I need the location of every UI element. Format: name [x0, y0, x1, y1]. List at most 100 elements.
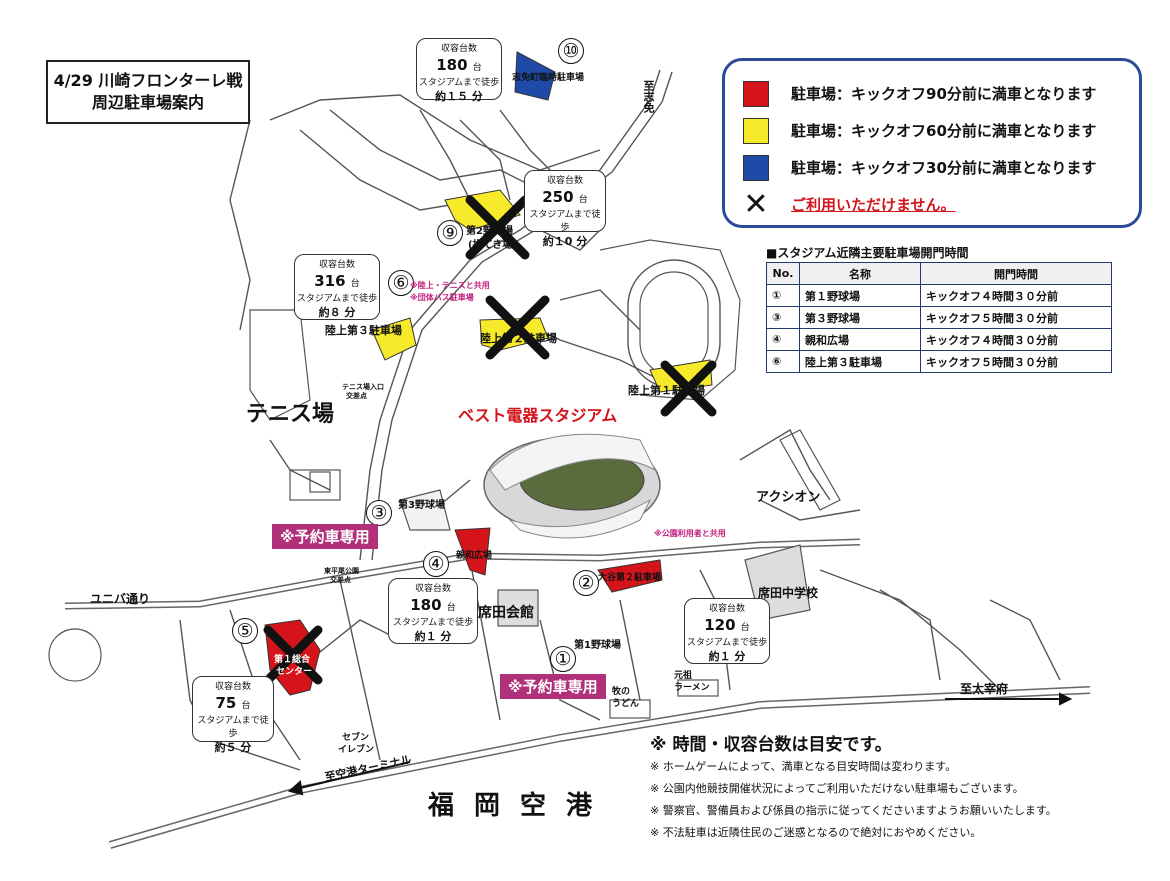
cap-label: 収容台数: [440, 44, 477, 54]
reserved-label-3: ※予約車専用: [272, 524, 378, 549]
legend-row-unavailable: ✕ ご利用いただけません。: [743, 186, 1121, 223]
kaikan-label: 席田会館: [478, 605, 534, 621]
table-row: ⑥ 陸上第３駐車場 キックオフ５時間３０分前: [766, 350, 1112, 373]
lot-label-rikujo1: 陸上第１駐車場: [628, 384, 705, 397]
notes-head: ※ 時間・収容台数は目安です。: [650, 735, 892, 755]
capacity-box-9: 収容台数 250 台 スタジアムまで徒歩 約１0 分: [524, 170, 606, 248]
note-lot6-shared: ※陸上・テニスと共用: [410, 281, 490, 290]
note-line: ※ 警察官、警備員および係員の指示に従ってくださいますようお願いいたします。: [650, 804, 1057, 817]
lot-number-4: ④: [423, 551, 449, 577]
cap-walk-label: スタジアムまで徒歩: [686, 638, 768, 648]
legend-box: 駐車場：キックオフ90分前に満車となります 駐車場：キックオフ60分前に満車とな…: [722, 58, 1142, 228]
capacity-box-4: 収容台数 180 台 スタジアムまで徒歩 約１ 分: [388, 578, 478, 644]
lot-label-rikujo3: 陸上第３駐車場: [325, 324, 402, 337]
direction-arrows: [287, 692, 1073, 796]
map-title: 4/29 川崎フロンターレ戦 周辺駐車場案内: [46, 60, 250, 124]
stadium-graphic: [483, 433, 661, 539]
ramen-label-1: 元祖: [674, 671, 693, 681]
park-entrance-1: 東平尾公園: [324, 567, 359, 575]
cell-name: 親和広場: [799, 328, 921, 351]
lot-number-3: ③: [366, 500, 392, 526]
lot-label-shinwa: 親和広場: [456, 551, 493, 561]
lot-label-yakyu1: 第1野球場: [574, 640, 621, 651]
legend-row-blue: 駐車場：キックオフ30分前に満車となります: [743, 149, 1121, 186]
univa-street-label: ユニバ通り: [90, 592, 151, 606]
cap-walk-label: スタジアムまで徒歩: [392, 618, 474, 628]
legend-row-yellow: 駐車場：キックオフ60分前に満車となります: [743, 112, 1121, 149]
table-header-row: No. 名称 開門時間: [766, 262, 1112, 285]
cap-walk: 約１0 分: [542, 235, 588, 248]
cap-count: 75 台: [215, 694, 251, 712]
blue-swatch: [743, 154, 769, 181]
cap-walk: 約８ 分: [318, 306, 356, 319]
cap-walk-label: スタジアムまで徒歩: [529, 210, 601, 233]
lot-number-9: ⑨: [437, 220, 463, 246]
capacity-box-6: 収容台数 316 台 スタジアムまで徒歩 約８ 分: [294, 254, 380, 320]
cell-no: ④: [766, 328, 800, 351]
school-label: 席田中学校: [758, 586, 819, 600]
table-row: ④ 親和広場 キックオフ４時間３０分前: [766, 328, 1112, 351]
hours-table-title: ■スタジアム近隣主要駐車場開門時間: [766, 246, 969, 260]
lot-label-sogo2: センター: [276, 667, 313, 677]
lot-number-1: ①: [550, 646, 576, 672]
ramen-label-2: ラーメン: [674, 683, 710, 693]
cap-walk: 約１ 分: [708, 650, 746, 663]
to-shime-label: 至志免: [642, 80, 655, 113]
cap-label: 収容台数: [708, 604, 745, 614]
lot-label-shimen: 志免町臨時駐車場: [512, 73, 585, 83]
cap-walk: 約５ 分: [214, 741, 252, 754]
cap-count: 180 台: [410, 596, 456, 614]
cap-count: 316 台: [314, 272, 360, 290]
note-line: ※ 公園内他競技開催状況によってご利用いただけない駐車場もございます。: [650, 782, 1024, 795]
park-entrance-2: 交差点: [330, 576, 351, 584]
cap-walk: 約１ 分: [414, 630, 452, 643]
legend-unavailable-label: ご利用いただけません。: [791, 196, 956, 214]
cap-walk: 約１５ 分: [435, 90, 483, 103]
capacity-box-5: 収容台数 75 台 スタジアムまで徒歩 約５ 分: [192, 676, 274, 754]
cell-time: キックオフ４時間３０分前: [920, 284, 1112, 307]
legend-blue-label: 駐車場：キックオフ30分前に満車となります: [791, 159, 1097, 177]
lot-number-2: ②: [573, 570, 599, 596]
to-dazaifu-label: 至太宰府: [960, 682, 1009, 696]
lot-label-yakyu3: 第3野球場: [398, 500, 445, 511]
cap-label: 収容台数: [546, 176, 583, 186]
red-swatch: [743, 80, 769, 107]
legend-red-label: 駐車場：キックオフ90分前に満車となります: [791, 85, 1097, 103]
lot-label-yakyu2: 第2野球場: [466, 226, 513, 237]
cell-no: ③: [766, 306, 800, 329]
stadium-name: ベスト電器スタジアム: [458, 406, 618, 425]
cap-label: 収容台数: [414, 584, 451, 594]
cap-walk-label: スタジアムまで徒歩: [197, 716, 269, 739]
lot-number-6: ⑥: [388, 270, 414, 296]
cell-no: ①: [766, 284, 800, 307]
note-lot6-bus: ※団体バス駐車場: [410, 293, 474, 302]
legend-yellow-label: 駐車場：キックオフ60分前に満車となります: [791, 122, 1097, 140]
cap-walk-label: スタジアムまで徒歩: [296, 294, 378, 304]
cap-count: 250 台: [542, 188, 588, 206]
cell-time: キックオフ５時間３０分前: [920, 350, 1112, 373]
cap-count: 120 台: [704, 616, 750, 634]
unavailable-x-marks: [263, 195, 717, 685]
note-line: ※ 不法駐車は近隣住民のご迷惑となるので絶対におやめください。: [650, 826, 982, 839]
table-row: ③ 第３野球場 キックオフ５時間３０分前: [766, 306, 1112, 329]
cap-label: 収容台数: [214, 682, 251, 692]
capacity-box-2: 収容台数 120 台 スタジアムまで徒歩 約１ 分: [684, 598, 770, 664]
tennis-entrance-1: テニス場入口: [342, 383, 384, 391]
table-row: ① 第１野球場 キックオフ４時間３０分前: [766, 284, 1112, 307]
cell-time: キックオフ４時間３０分前: [920, 328, 1112, 351]
lot-label-yakyu2b: (投てき場): [468, 240, 517, 251]
cell-time: キックオフ５時間３０分前: [920, 306, 1112, 329]
note-park-shared: ※公園利用者と共用: [654, 529, 726, 538]
cell-no: ⑥: [766, 350, 800, 373]
header-no: No.: [766, 262, 800, 285]
lot-number-5: ⑤: [232, 618, 258, 644]
capacity-box-10: 収容台数 180 台 スタジアムまで徒歩 約１５ 分: [416, 38, 502, 103]
cell-name: 陸上第３駐車場: [799, 350, 921, 373]
seven-label-1: セブン: [342, 733, 370, 743]
reserved-label-1: ※予約車専用: [500, 674, 606, 699]
tennis-court-label: テニス場: [246, 402, 335, 427]
footer-notes: ※ 時間・収容台数は目安です。 ※ ホームゲームによって、満車となる目安時間は変…: [650, 734, 1057, 844]
airport-label: 福岡空港: [428, 791, 613, 821]
opening-hours-table: No. 名称 開門時間 ① 第１野球場 キックオフ４時間３０分前 ③ 第３野球場…: [766, 262, 1112, 373]
cell-name: 第１野球場: [799, 284, 921, 307]
